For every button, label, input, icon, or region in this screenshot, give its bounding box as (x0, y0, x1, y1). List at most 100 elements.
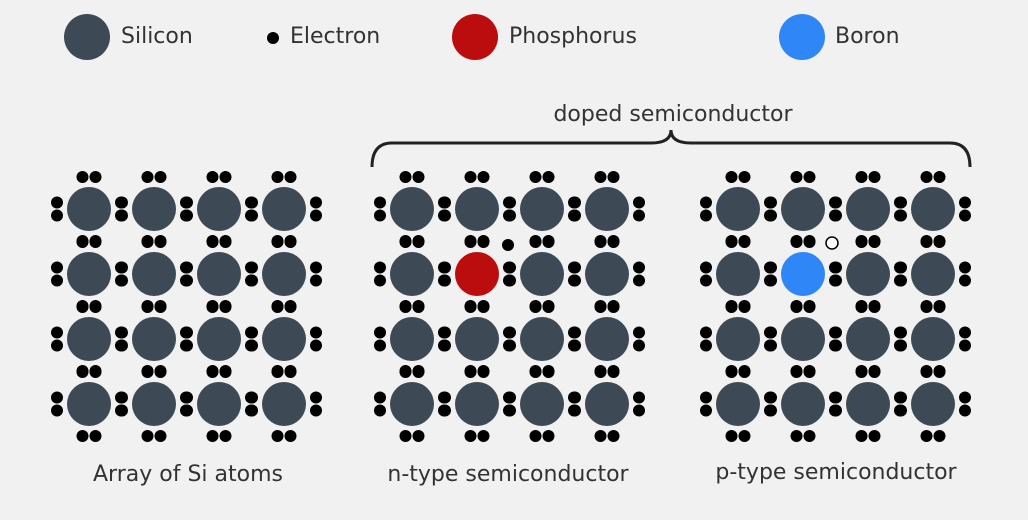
silicon-atom (132, 252, 176, 296)
silicon-atom (716, 252, 760, 296)
electron (959, 274, 971, 287)
electron (246, 391, 258, 404)
electron (790, 430, 803, 442)
silicon-atom (390, 252, 434, 296)
electron (439, 404, 451, 417)
electron (920, 430, 933, 442)
electron (181, 261, 193, 274)
electron (116, 339, 128, 352)
electron (594, 430, 607, 442)
electron (504, 196, 516, 209)
electron (765, 326, 777, 339)
electron (504, 339, 516, 352)
electron (51, 261, 63, 274)
electron (920, 171, 933, 183)
electron (803, 301, 816, 313)
electron (51, 339, 63, 352)
electron (790, 301, 803, 313)
electron (154, 301, 167, 313)
electron (399, 430, 412, 442)
silicon-atom (132, 317, 176, 361)
lattices (51, 171, 971, 442)
electron (895, 209, 907, 222)
electron (181, 391, 193, 404)
electron (439, 209, 451, 222)
silicon-atom (67, 187, 111, 231)
panel-n-label: n-type semiconductor (387, 462, 629, 487)
electron (116, 404, 128, 417)
silicon-atom (781, 187, 825, 231)
electron (439, 326, 451, 339)
electron (206, 171, 219, 183)
electron (959, 209, 971, 222)
electron (246, 261, 258, 274)
electron (477, 236, 490, 248)
legend-icons (64, 14, 825, 60)
electron (399, 301, 412, 313)
silicon-atom (390, 187, 434, 231)
electron (310, 391, 322, 404)
electron (374, 326, 386, 339)
electron (51, 326, 63, 339)
electron (933, 236, 946, 248)
electron (855, 301, 868, 313)
electron (271, 430, 284, 442)
electron (76, 430, 89, 442)
lattice-n (374, 171, 645, 442)
electron (920, 366, 933, 378)
hole (825, 236, 839, 250)
electron (284, 430, 297, 442)
silicon-atom (520, 317, 564, 361)
electron (310, 326, 322, 339)
legend-phosphorus-icon (452, 14, 498, 60)
electron (219, 171, 232, 183)
electron (464, 301, 477, 313)
silicon-atom (911, 187, 955, 231)
electron (374, 339, 386, 352)
electron (725, 430, 738, 442)
electron (154, 236, 167, 248)
electron (594, 366, 607, 378)
electron (181, 404, 193, 417)
silicon-atom (197, 187, 241, 231)
electron (868, 236, 881, 248)
electron (895, 261, 907, 274)
electron (504, 326, 516, 339)
electron (633, 196, 645, 209)
electron (868, 430, 881, 442)
electron (542, 171, 555, 183)
silicon-atom (132, 382, 176, 426)
electron (374, 274, 386, 287)
electron (76, 171, 89, 183)
electron (206, 366, 219, 378)
electron (920, 301, 933, 313)
electron (633, 339, 645, 352)
electron (830, 196, 842, 209)
electron (607, 301, 620, 313)
electron (542, 301, 555, 313)
electron (569, 339, 581, 352)
silicon-atom (455, 317, 499, 361)
electron (141, 430, 154, 442)
silicon-atom (390, 382, 434, 426)
electron (51, 196, 63, 209)
electron (206, 301, 219, 313)
electron (959, 196, 971, 209)
electron (154, 366, 167, 378)
electron (933, 366, 946, 378)
electron (464, 171, 477, 183)
lattice-si (51, 171, 322, 442)
legend-phosphorus-label: Phosphorus (509, 24, 637, 49)
electron (116, 274, 128, 287)
electron (504, 391, 516, 404)
electron (607, 366, 620, 378)
electron (284, 171, 297, 183)
electron (700, 196, 712, 209)
silicon-atom (911, 317, 955, 361)
electron (700, 404, 712, 417)
electron (765, 196, 777, 209)
electron (830, 339, 842, 352)
electron (246, 339, 258, 352)
electron (374, 196, 386, 209)
electron (933, 430, 946, 442)
